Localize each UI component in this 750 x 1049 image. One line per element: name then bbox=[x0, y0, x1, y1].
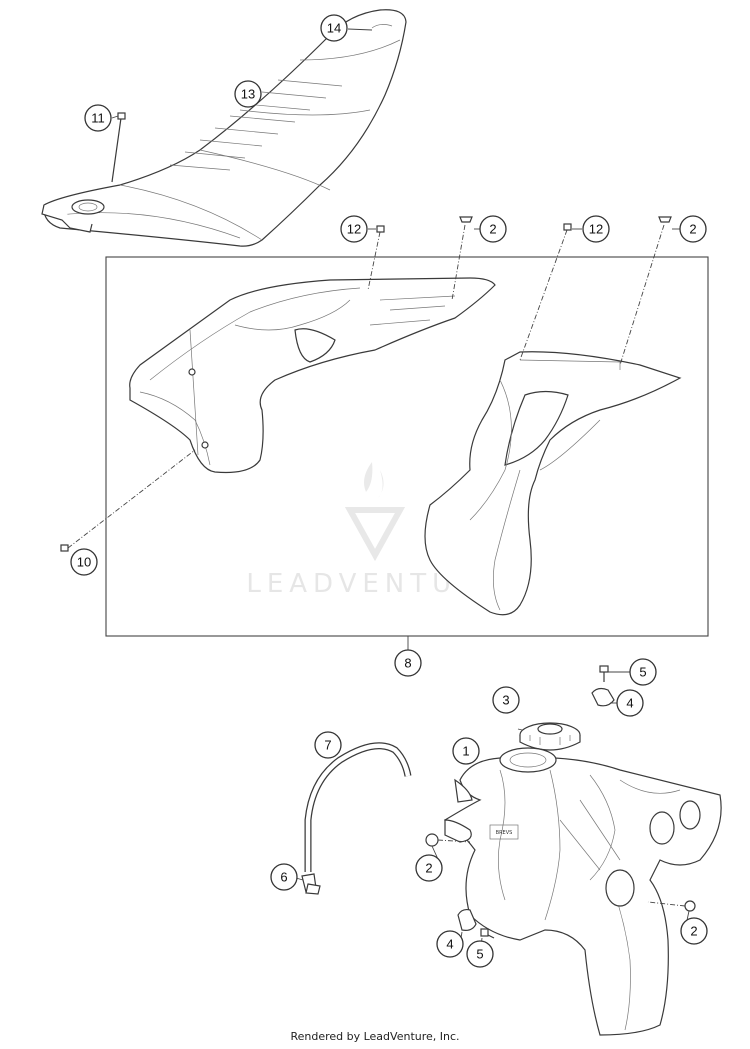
svg-text:4: 4 bbox=[626, 696, 633, 711]
callout-1: 1 bbox=[452, 737, 480, 765]
callout-7: 7 bbox=[314, 731, 342, 759]
callout-2-right-spoiler: 2 bbox=[679, 215, 707, 243]
tank-badge: BREVS bbox=[496, 830, 513, 836]
svg-text:2: 2 bbox=[689, 222, 696, 237]
right-spoiler bbox=[424, 351, 682, 616]
svg-text:3: 3 bbox=[502, 693, 509, 708]
svg-text:5: 5 bbox=[639, 665, 646, 680]
svg-text:2: 2 bbox=[690, 924, 697, 939]
callout-8: 8 bbox=[394, 649, 422, 677]
svg-text:4: 4 bbox=[446, 937, 453, 952]
callout-4-bottom: 4 bbox=[436, 930, 464, 958]
svg-text:8: 8 bbox=[404, 656, 411, 671]
callout-2-left-spoiler: 2 bbox=[479, 215, 507, 243]
callout-2-tank-right: 2 bbox=[680, 917, 708, 945]
svg-text:2: 2 bbox=[425, 861, 432, 876]
svg-text:10: 10 bbox=[77, 555, 91, 570]
callout-12-left: 12 bbox=[340, 215, 368, 243]
svg-text:12: 12 bbox=[589, 222, 603, 237]
callout-12-right: 12 bbox=[582, 215, 610, 243]
render-credit: Rendered by LeadVenture, Inc. bbox=[290, 1030, 460, 1043]
callout-13: 13 bbox=[234, 80, 262, 108]
callout-11: 11 bbox=[84, 104, 112, 132]
callout-14: 14 bbox=[320, 14, 348, 42]
svg-text:1: 1 bbox=[462, 744, 469, 759]
svg-text:11: 11 bbox=[91, 111, 105, 126]
svg-text:5: 5 bbox=[476, 947, 483, 962]
callout-5-top: 5 bbox=[629, 658, 657, 686]
left-spoiler bbox=[129, 277, 496, 474]
callout-10: 10 bbox=[70, 548, 98, 576]
svg-text:7: 7 bbox=[324, 738, 331, 753]
fuel-hose bbox=[304, 742, 412, 872]
tank-fasteners bbox=[425, 833, 696, 939]
top-bushing-and-screw bbox=[591, 665, 615, 707]
callout-4-top: 4 bbox=[616, 689, 644, 717]
callout-5-bottom: 5 bbox=[466, 940, 494, 968]
svg-text:13: 13 bbox=[241, 87, 255, 102]
callout-2-tank-left: 2 bbox=[415, 854, 443, 882]
svg-text:6: 6 bbox=[280, 870, 287, 885]
svg-text:12: 12 bbox=[347, 222, 361, 237]
spoiler-fasteners bbox=[60, 216, 672, 552]
seat bbox=[41, 9, 407, 247]
hose-clamp bbox=[301, 873, 321, 895]
fuel-cap bbox=[519, 722, 581, 751]
svg-text:2: 2 bbox=[489, 222, 496, 237]
fuel-tank: BREVS bbox=[443, 747, 722, 1036]
svg-text:14: 14 bbox=[327, 21, 341, 36]
seat-screw bbox=[111, 112, 126, 183]
spoiler-set-frame bbox=[105, 256, 709, 637]
callout-6: 6 bbox=[270, 863, 298, 891]
callout-3: 3 bbox=[492, 686, 520, 714]
